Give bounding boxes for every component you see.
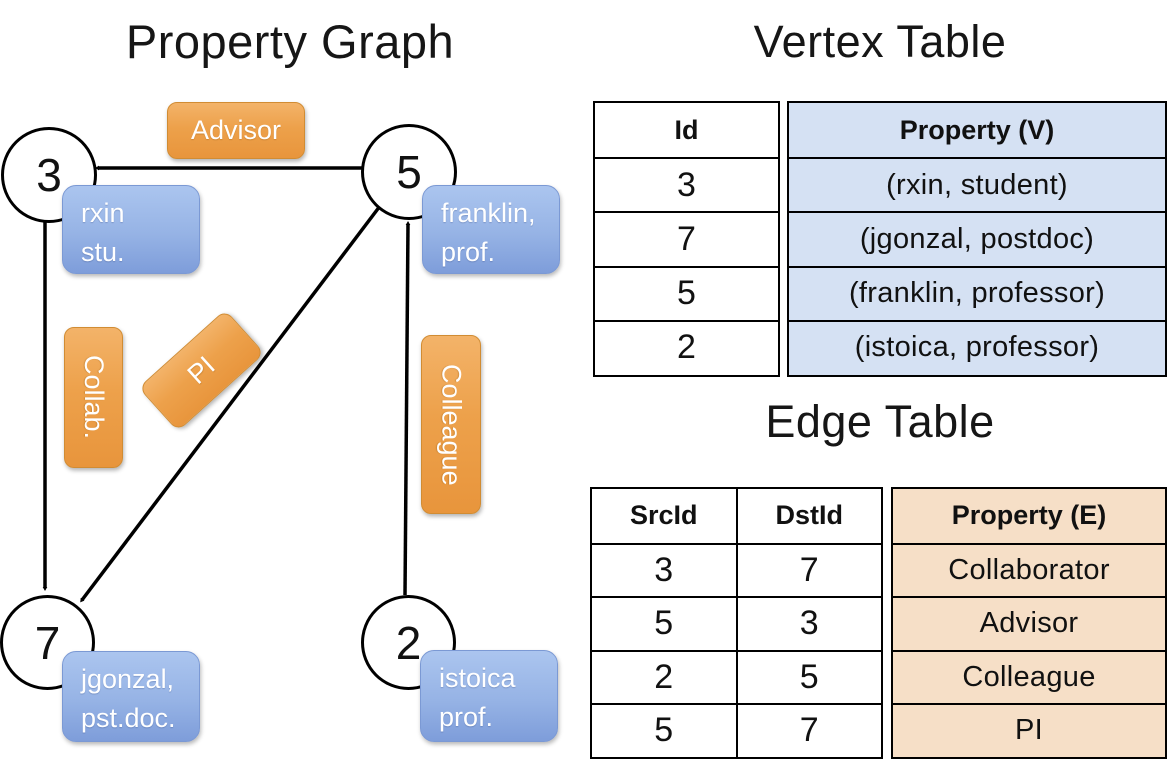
graph-node-5: 5 — [361, 124, 457, 220]
vertex-table-title: Vertex Table — [753, 16, 1007, 67]
edge-table-dstid-column: DstId 7 3 5 7 — [735, 489, 881, 757]
edge-table-srcid-header: SrcId — [629, 500, 698, 531]
vertex-table-id-header: Id — [674, 114, 699, 145]
edge-table-srcid-column: SrcId 3 5 2 5 — [592, 489, 736, 757]
table-cell: PI — [893, 703, 1165, 757]
vertex-callout-line1: jgonzal, — [81, 664, 175, 694]
table-cell: (franklin, professor) — [789, 265, 1165, 320]
vertex-callout-line1: rxin — [81, 198, 125, 228]
edge-label-text: Collab. — [79, 355, 109, 440]
table-cell: 7 — [737, 703, 881, 757]
table-cell: (jgonzal, postdoc) — [789, 211, 1165, 265]
table-cell: 3 — [592, 542, 736, 597]
table-cell: (istoica, professor) — [789, 319, 1165, 374]
node-id-label: 2 — [395, 616, 422, 669]
table-cell: 7 — [595, 211, 778, 265]
edge-label-colleague: Colleague — [421, 335, 481, 514]
edge-table-property-column: Property (E) Collaborator Advisor Collea… — [891, 487, 1167, 759]
vertex-callout-franklin: franklin, prof. — [422, 185, 560, 274]
node-id-label: 7 — [34, 616, 61, 669]
property-graph-title: Property Graph — [125, 15, 455, 68]
table-cell: 7 — [737, 542, 881, 597]
vertex-callout-line2: stu. — [81, 237, 125, 268]
edge-table-property-header: Property (E) — [951, 500, 1107, 531]
vertex-table-property-column: Property (V) (rxin, student) (jgonzal, p… — [787, 101, 1167, 377]
vertex-callout-line2: prof. — [439, 702, 494, 733]
vertex-table-property-header: Property (V) — [899, 114, 1055, 145]
table-cell: 5 — [737, 649, 881, 704]
table-cell: 2 — [592, 649, 736, 704]
table-cell: 3 — [737, 596, 881, 650]
node-id-label: 3 — [36, 149, 62, 201]
graph-node-3: 3 — [1, 127, 97, 223]
table-cell: 2 — [595, 319, 778, 374]
edge-label-advisor: Advisor — [167, 102, 305, 159]
vertex-callout-line1: franklin, — [441, 198, 536, 228]
vertex-callout-jgonzal: jgonzal, pst.doc. — [62, 651, 200, 742]
table-cell: 5 — [592, 596, 736, 650]
table-cell: 3 — [595, 157, 778, 211]
table-cell: 5 — [595, 265, 778, 320]
table-cell: Advisor — [893, 596, 1165, 650]
edge-label-text: Advisor — [190, 115, 282, 145]
table-cell: (rxin, student) — [789, 157, 1165, 211]
edge-label-collab: Collab. — [64, 327, 123, 468]
edge-label-text: Colleague — [436, 363, 467, 486]
edge-label-text: PI — [181, 350, 221, 390]
table-cell: Colleague — [893, 649, 1165, 704]
edge-table-dstid-header: DstId — [775, 500, 844, 531]
node-id-label: 5 — [396, 146, 422, 198]
table-cell: 5 — [592, 703, 736, 757]
vertex-callout-rxin: rxin stu. — [62, 185, 200, 274]
vertex-callout-line1: istoica — [439, 663, 516, 693]
edge-colleague-2-to-5 — [405, 224, 408, 596]
edge-table-title: Edge Table — [765, 396, 995, 447]
table-cell: Collaborator — [893, 542, 1165, 597]
vertex-table-id-column: Id 3 7 5 2 — [593, 101, 780, 377]
edge-table-id-columns: SrcId 3 5 2 5 DstId 7 3 5 7 — [590, 487, 883, 759]
vertex-callout-istoica: istoica prof. — [420, 650, 558, 742]
vertex-callout-line2: pst.doc. — [81, 703, 176, 734]
vertex-callout-line2: prof. — [441, 237, 496, 268]
edge-label-pi: PI — [138, 309, 265, 432]
